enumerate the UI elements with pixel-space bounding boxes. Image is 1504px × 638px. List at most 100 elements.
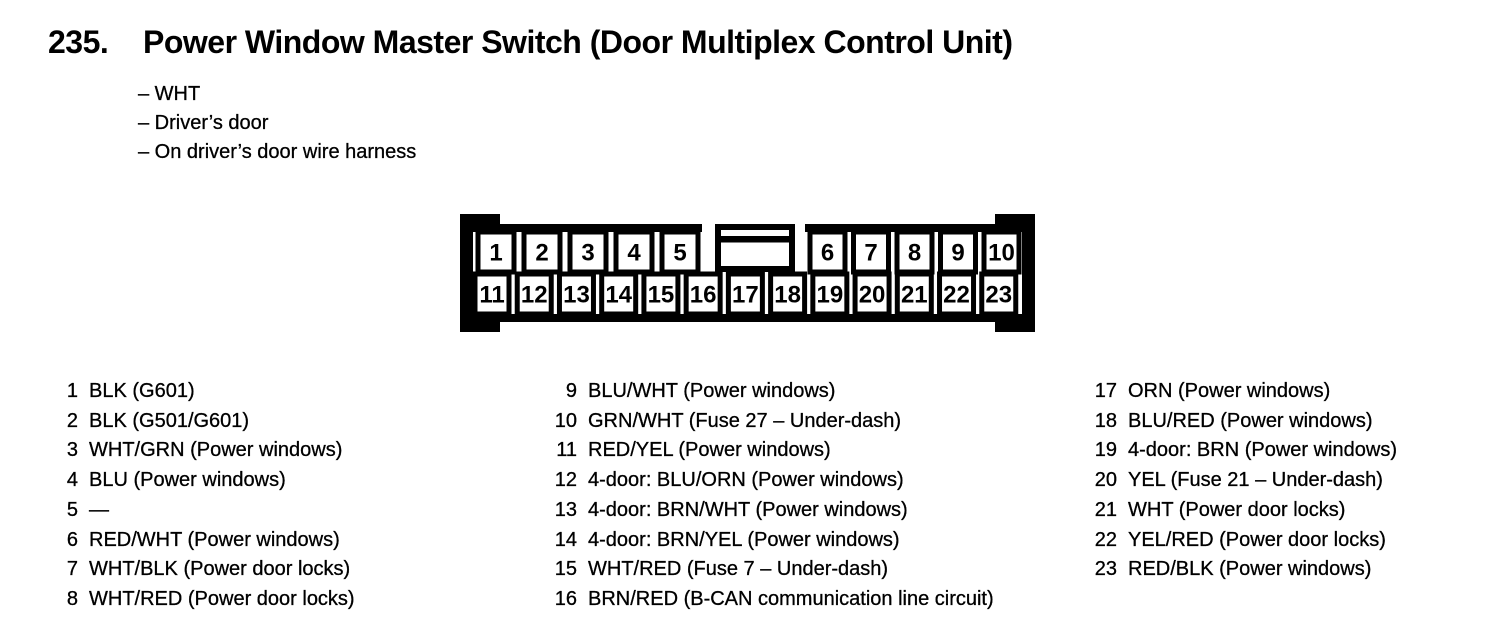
pin-number: 1 [66,380,78,402]
pin-number: 8 [66,587,78,610]
connector-pin-18: 18 [768,271,808,317]
pin-description: 4-door: BRN/WHT (Power windows) [588,498,908,521]
svg-text:3: 3 [581,240,594,267]
svg-text:2: 2 [535,240,548,267]
svg-text:19: 19 [816,282,843,309]
svg-text:14: 14 [605,282,632,309]
pin-description: RED/BLK (Power windows) [1128,558,1372,581]
pin-number: 4 [66,469,78,492]
pin-row: 19 4-door: BRN (Power windows) [1083,436,1398,466]
pin-description: BLU/RED (Power windows) [1128,409,1373,432]
connector-pin-1: 1 [475,229,517,275]
svg-text:18: 18 [774,282,801,309]
svg-text:6: 6 [821,240,834,267]
pin-description: WHT/BLK (Power door locks) [89,558,351,581]
pin-row: 12 4-door: BLU/ORN (Power windows) [543,466,994,496]
pin-row: 16 BRN/RED (B-CAN communication line circ… [543,585,994,615]
svg-text:15: 15 [648,282,675,309]
connector-pin-13: 13 [556,271,596,317]
pin-description: RED/WHT (Power windows) [89,528,340,551]
section-number: 235. [48,24,109,60]
pin-row: 5— [44,496,355,526]
connector-pin-12: 12 [514,271,554,317]
pin-description: 4-door: BRN (Power windows) [1128,439,1397,462]
pin-description: ORN (Power windows) [1128,380,1331,402]
svg-text:17: 17 [732,282,759,309]
svg-text:12: 12 [521,282,548,309]
connector-pin-8: 8 [894,229,935,275]
connector-pin-6: 6 [807,229,848,275]
note-line-color: – WHT [138,83,201,105]
pin-description: YEL/RED (Power door locks) [1128,528,1386,551]
pin-row: 18 BLU/RED (Power windows) [1083,407,1397,437]
svg-text:7: 7 [864,240,877,267]
pin-number: 12 [554,469,578,492]
pin-number: 9 [565,380,577,402]
connector-right-bracket [995,214,1035,332]
pin-row: 14 4-door: BRN/YEL (Power windows) [543,526,994,556]
pin-number: 3 [66,439,78,462]
pin-number: 16 [554,587,578,610]
pin-number: 21 [1094,498,1118,521]
pin-description: RED/YEL (Power windows) [588,439,831,462]
svg-text:21: 21 [901,282,928,309]
pin-number: 11 [556,439,577,462]
pin-number: 17 [1094,380,1118,402]
pin-description: 4-door: BLU/ORN (Power windows) [588,469,904,492]
svg-text:8: 8 [908,240,921,267]
connector-pin-4: 4 [613,229,655,275]
pin-row: 4 BLU (Power windows) [44,466,355,496]
svg-text:23: 23 [985,282,1012,309]
pin-number: 2 [66,409,78,432]
connector-pin-21: 21 [894,271,934,317]
connector-pin-17: 17 [725,271,765,317]
pin-number: 18 [1094,409,1118,432]
connector-pin-23: 23 [979,271,1019,317]
pin-number: 5 [66,498,78,521]
svg-text:9: 9 [951,240,964,267]
pin-row: 13 4-door: BRN/WHT (Power windows) [543,496,994,526]
pin-description: WHT/RED (Power door locks) [89,587,355,610]
page-header: 235.Power Window Master Switch (Door Mul… [48,24,1013,61]
pin-number: 7 [66,558,78,581]
pin-description: BLK (G601) [89,380,195,402]
svg-text:4: 4 [627,240,641,267]
pin-row: 8 WHT/RED (Power door locks) [44,585,355,615]
connector-pin-3: 3 [567,229,609,275]
pin-row: 11 RED/YEL (Power windows) [543,436,994,466]
pin-number: 20 [1094,469,1118,492]
connector-left-bracket [460,214,500,332]
pin-description: 4-door: BRN/YEL (Power windows) [588,528,900,551]
connector-pin-7: 7 [851,229,891,275]
svg-text:13: 13 [563,282,590,309]
pin-number: 19 [1094,439,1118,462]
pin-number: 13 [554,498,578,521]
svg-text:20: 20 [859,282,886,309]
svg-text:5: 5 [673,240,686,267]
pin-row: 20 YEL (Fuse 21 – Under-dash) [1083,466,1397,496]
pin-row: 7 WHT/BLK (Power door locks) [44,555,355,585]
connector-pin-2: 2 [521,229,563,275]
pin-description: YEL (Fuse 21 – Under-dash) [1128,469,1383,492]
connector-notes: – WHT – Driver’s door – On driver’s door… [138,80,417,167]
pin-description: BLU (Power windows) [89,469,286,492]
connector-pin-20: 20 [852,271,892,317]
pin-number: 14 [554,528,578,551]
connector-pin-16: 16 [683,271,723,317]
pin-number: 15 [554,558,578,581]
connector-pin-14: 14 [599,271,639,317]
connector-top-edge-right [805,224,1022,232]
pin-description: BRN/RED (B-CAN communication line circui… [588,587,994,610]
pin-description: — [89,498,109,521]
